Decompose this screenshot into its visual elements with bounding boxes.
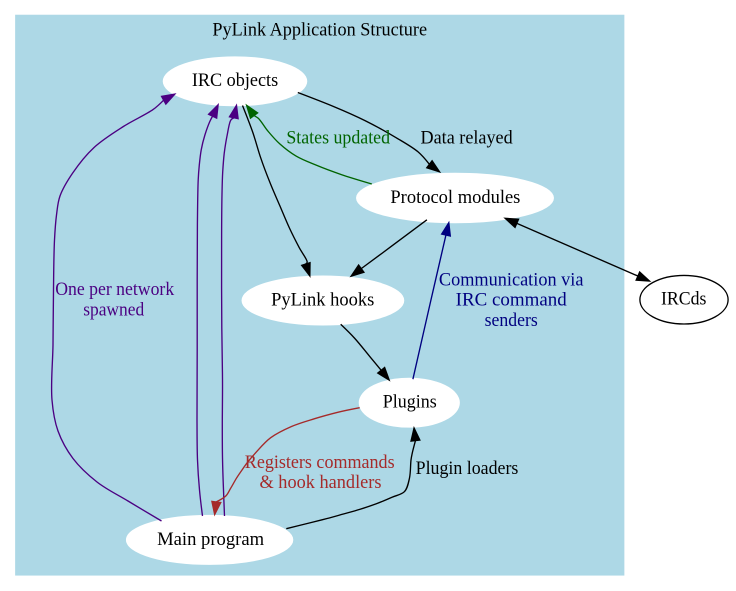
svg-text:Data relayed: Data relayed <box>421 127 514 148</box>
svg-text:Registers commands: Registers commands <box>245 452 395 473</box>
svg-text:senders: senders <box>485 310 538 331</box>
svg-text:PyLink hooks: PyLink hooks <box>271 289 374 310</box>
svg-text:Plugin loaders: Plugin loaders <box>416 458 519 479</box>
svg-text:States updated: States updated <box>286 127 390 148</box>
svg-text:IRCds: IRCds <box>661 289 706 310</box>
svg-text:PyLink Application Structure: PyLink Application Structure <box>212 19 427 40</box>
svg-text:Plugins: Plugins <box>383 392 437 413</box>
svg-text:Protocol modules: Protocol modules <box>390 187 520 208</box>
svg-text:Communication via: Communication via <box>439 269 584 290</box>
svg-text:Main program: Main program <box>157 529 264 550</box>
svg-text:spawned: spawned <box>83 299 145 320</box>
svg-text:& hook handlers: & hook handlers <box>260 472 382 493</box>
svg-text:One per network: One per network <box>55 279 175 300</box>
svg-text:IRC command: IRC command <box>456 290 568 311</box>
svg-text:IRC objects: IRC objects <box>192 70 278 91</box>
